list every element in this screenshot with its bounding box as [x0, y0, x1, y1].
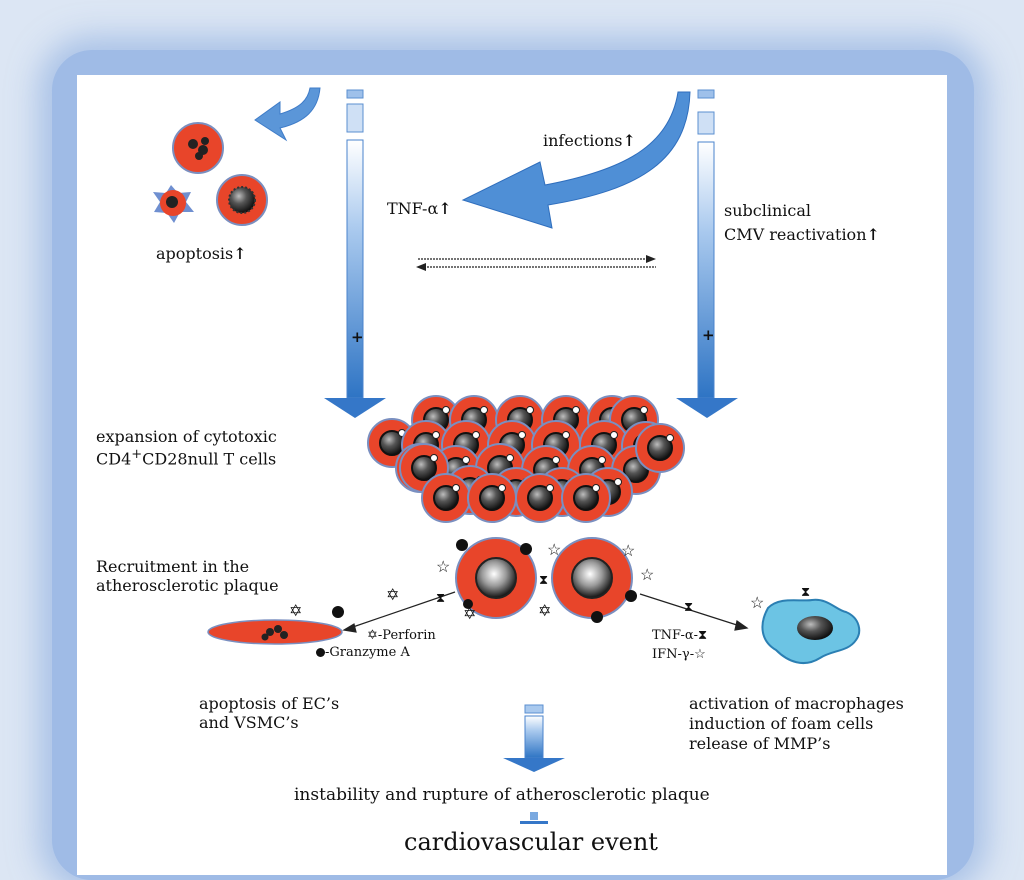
granule-dot [640, 406, 648, 414]
apoptotic-cell-star [153, 185, 194, 223]
ifn-gamma-legend: IFN-γ-☆ [652, 647, 706, 662]
recruited-cells [455, 537, 637, 623]
plus-sign-left: + [351, 328, 364, 346]
instability-label: instability and rupture of atherosclerot… [294, 785, 710, 805]
perforin-icon: ✡ [289, 601, 303, 620]
macrophage-label-line1: activation of macrophages [689, 694, 904, 713]
increase-arrow-icon: ↑ [233, 244, 247, 263]
perforin-icon: ✡ [538, 601, 552, 620]
granule-dot [442, 406, 450, 414]
expansion-label-line2: CD4+CD28null T cells [96, 447, 277, 469]
curved-arrow-to-apoptosis [254, 87, 321, 142]
increase-arrow-icon: ↑ [622, 131, 636, 150]
equilibrium-arrows [416, 255, 656, 271]
hourglass-icon: ⧗ [684, 600, 694, 615]
granule-dot [526, 406, 534, 414]
subclinical-label: subclinical [724, 201, 811, 220]
hourglass-icon: ⧗ [539, 573, 549, 588]
granzyme-legend: -Granzyme A [316, 643, 410, 662]
curved-arrow-infections-to-tnf [461, 91, 691, 229]
star-icon: ☆ [547, 540, 562, 559]
granule-dot [506, 454, 514, 462]
t-cell-cluster [367, 395, 685, 523]
release-arrows [342, 591, 749, 633]
t-cell-nucleus [411, 455, 437, 481]
granule-dot [518, 431, 526, 439]
granule-dot [592, 484, 600, 492]
granule-dot [472, 431, 480, 439]
perforin-icon: ✡ [463, 604, 477, 623]
macrophage-label-line2: induction of foam cells [689, 714, 874, 733]
plus-sign-right: + [702, 326, 715, 344]
t-cell-nucleus [573, 485, 599, 511]
left-vertical-arrow [324, 89, 386, 418]
t-cell-nucleus [479, 485, 505, 511]
hourglass-icon: ⧗ [698, 628, 708, 643]
tiny-arrow [520, 812, 548, 824]
recruitment-label-line2: atherosclerotic plaque [96, 576, 279, 595]
tnf-alpha-legend: TNF-α-⧗ [652, 628, 708, 643]
t-cell-nucleus [433, 485, 459, 511]
macrophage [761, 598, 861, 665]
t-cell-nucleus [647, 435, 673, 461]
star-icon: ☆ [621, 541, 636, 560]
perforin-legend: ✡-Perforin [367, 628, 436, 643]
tnf-alpha-label: TNF-α↑ [387, 199, 452, 218]
apoptotic-cell-round [216, 174, 268, 226]
hourglass-icon: ⧗ [436, 591, 446, 606]
macrophage-label-line3: release of MMP’s [689, 734, 831, 753]
granule-dot [498, 484, 506, 492]
granule-dot [480, 406, 488, 414]
star-icon: ☆ [750, 593, 765, 612]
increase-arrow-icon: ↑ [438, 199, 452, 218]
apoptosis-label: apoptosis↑ [156, 244, 247, 263]
down-arrow-small [503, 704, 565, 772]
right-vertical-arrow [676, 89, 738, 418]
granule-dot [614, 478, 622, 486]
infections-label: infections↑ [543, 131, 636, 150]
granule-dot [666, 434, 674, 442]
apoptotic-cell-fragmented [172, 122, 224, 174]
apoptosis-ec-line2: and VSMC’s [199, 713, 299, 732]
increase-arrow-icon: ↑ [866, 225, 880, 244]
granule-dot [562, 431, 570, 439]
star-icon: ☆ [640, 565, 655, 584]
endothelial-cell [207, 606, 344, 645]
recruitment-label-line1: Recruitment in the [96, 557, 250, 576]
granule-dot [432, 431, 440, 439]
granule-dot [546, 484, 554, 492]
expansion-label-line1: expansion of cytotoxic [96, 427, 277, 446]
granule-dot [430, 454, 438, 462]
star-icon: ☆ [436, 557, 451, 576]
perforin-icon: ✡ [386, 585, 400, 604]
granule-dot [572, 406, 580, 414]
cmv-reactivation-label: CMV reactivation↑ [724, 225, 880, 244]
apoptosis-ec-line1: apoptosis of EC’s [199, 694, 340, 713]
t-cell-nucleus [527, 485, 553, 511]
perforin-icon: ✡ [367, 628, 378, 643]
pathway-diagram [153, 87, 861, 824]
granule-dot [452, 484, 460, 492]
star-icon: ☆ [694, 647, 706, 662]
hourglass-icon: ⧗ [801, 585, 811, 600]
cardiovascular-event-label: cardiovascular event [404, 828, 658, 856]
granzyme-dot-icon [316, 648, 325, 657]
granule-dot [610, 431, 618, 439]
granule-dot [552, 456, 560, 464]
granule-dot [462, 456, 470, 464]
granule-dot [598, 456, 606, 464]
